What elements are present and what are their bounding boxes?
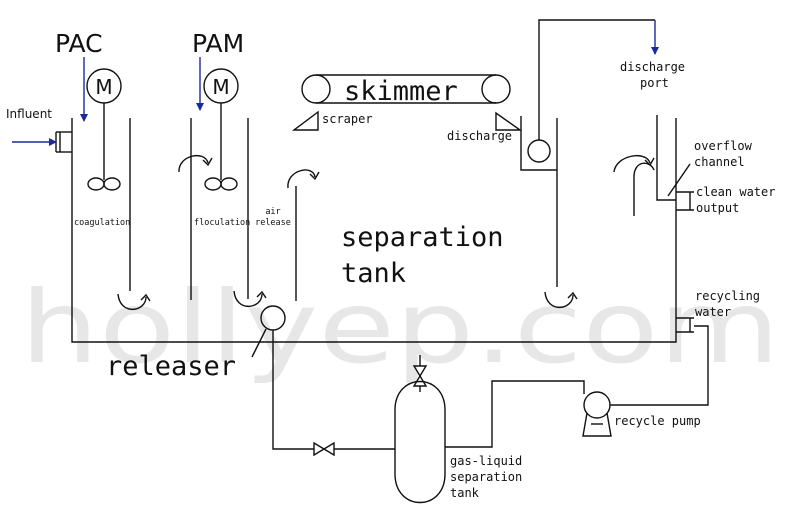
recycling-water-outlet — [676, 317, 694, 333]
gas-liquid-tank-label-3: tank — [450, 486, 480, 500]
pam-motor-label: M — [212, 75, 229, 99]
tank-outline — [71, 115, 677, 343]
recycle-pump — [582, 391, 612, 437]
releaser-label: releaser — [106, 351, 236, 382]
watermark: hollyep.com — [20, 269, 780, 386]
discharge-ramp — [495, 111, 523, 131]
releaser-pipe — [272, 330, 314, 450]
flow-arrow-floculation-bottom — [233, 290, 267, 308]
scraper — [291, 110, 319, 131]
recycling-water-label-2: water — [695, 305, 731, 319]
tank-to-pump-pipe — [445, 380, 585, 448]
pump-to-recycle-pipe — [610, 325, 709, 406]
flow-arrow-air-release-top — [287, 169, 320, 189]
pac-mixer — [86, 68, 122, 191]
flow-arrow-coagulation-bottom — [117, 293, 151, 311]
discharge-port-label-2: port — [640, 76, 669, 90]
discharge-port-label-1: discharge — [620, 60, 685, 74]
gas-liquid-separation-tank — [394, 380, 446, 504]
separation-tank-label-1: separation — [341, 222, 504, 253]
discharge-port-pipe — [527, 19, 659, 163]
releaser-valve — [313, 441, 335, 457]
flow-arrow-overflow — [613, 154, 655, 216]
floculation-label: floculation — [194, 218, 250, 228]
pac-motor-label: M — [95, 75, 112, 99]
gas-liquid-tank-label-1: gas-liquid — [450, 454, 522, 468]
overflow-channel-label-1: overflow — [694, 139, 753, 153]
recycle-pump-label: recycle pump — [614, 414, 701, 428]
air-release-label-2: release — [255, 218, 291, 228]
separation-tank-label-2: tank — [341, 258, 406, 289]
pam-mixer — [203, 68, 239, 191]
pam-label: PAM — [192, 29, 244, 58]
scraper-label: scraper — [322, 112, 373, 126]
coagulation-label: coagulation — [74, 218, 130, 228]
recycling-water-label-1: recycling — [695, 289, 760, 303]
influent-label: Influent — [6, 107, 52, 121]
air-release-label-1: air — [265, 207, 280, 217]
flow-arrow-separation-bottom — [544, 291, 578, 309]
flow-arrow-pam-top — [178, 154, 213, 173]
pac-label: PAC — [55, 29, 103, 58]
discharge-label: discharge — [447, 129, 512, 143]
top-valve — [412, 355, 428, 392]
clean-water-output-label-1: clean water — [696, 185, 775, 199]
skimmer — [301, 74, 511, 104]
influent-inlet — [12, 131, 72, 153]
clean-water-outlet — [676, 191, 694, 211]
gas-liquid-tank-label-2: separation — [450, 470, 522, 484]
overflow-channel-label-2: channel — [694, 155, 745, 169]
skimmer-label: skimmer — [344, 76, 458, 107]
clean-water-output-label-2: output — [696, 201, 739, 215]
